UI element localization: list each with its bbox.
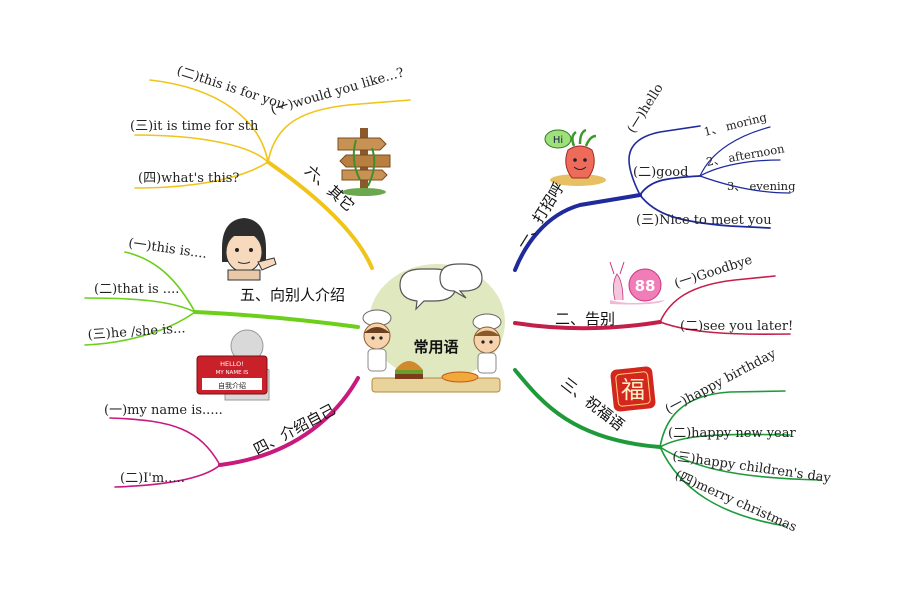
branch-farewell-title: 二、告别 (555, 310, 615, 328)
fu-text: 福 (621, 376, 645, 404)
center-title: 常用语 (413, 338, 458, 356)
snail-88-icon: 88 (609, 261, 665, 305)
badge-88-text: 88 (635, 277, 656, 295)
branch-farewell (513, 275, 791, 336)
farewell-item-2: (二)see you later! (680, 319, 793, 334)
farewell-item-1: (一)Goodbye (673, 252, 755, 291)
branch-self-intro-title: 四、介绍自己 (250, 400, 338, 458)
greeting-item-2: (二)good (633, 165, 688, 180)
sign-myname-text: MY NAME IS (216, 370, 249, 376)
intro-others-item-2: (二)that is .... (94, 282, 179, 297)
greeting-sub-3: 3、 evening (727, 179, 796, 193)
blessing-item-1: (一)happy birthday (663, 346, 779, 417)
intro-others-item-1: (一)this is.... (127, 236, 207, 262)
branch-intro-others (84, 251, 360, 346)
name-sign-icon: HELLO! MY NAME IS 自我介绍 (196, 329, 270, 401)
sign-hello-text: HELLO! (220, 360, 244, 368)
intro-others-item-3: (三)he /she is... (87, 321, 186, 343)
hi-bubble-text: Hi (553, 135, 563, 146)
burger-icon (371, 361, 501, 393)
branch-intro-others-title: 五、向别人介绍 (240, 286, 345, 304)
center-node[interactable]: 常用语 (360, 263, 515, 400)
other-item-4: (四)what's this? (138, 171, 239, 186)
self-intro-item-1: (一)my name is..... (104, 403, 223, 418)
fu-seal-icon: 福 (610, 366, 656, 412)
branch-self-intro (109, 376, 360, 488)
signpost-icon (337, 128, 391, 196)
chef-girl-icon (362, 309, 392, 372)
blessing-item-2: (二)happy new year (668, 426, 797, 441)
branch-greeting (513, 125, 791, 272)
greeting-item-1: (一)hello (625, 81, 667, 136)
speech-bubble-icon (399, 263, 483, 311)
greeting-sub-1: 1、 moring (702, 110, 768, 139)
chef-boy-icon (472, 313, 502, 374)
greeting-item-3: (三)Nice to meet you (636, 213, 772, 228)
carrot-hi-icon: Hi (544, 128, 606, 186)
branch-other (134, 79, 411, 270)
greeting-sub-2: 2、 afternoon (705, 141, 786, 169)
other-item-3: (三)it is time for sth (130, 119, 259, 134)
branch-blessing (513, 368, 821, 527)
pointing-man-icon (222, 218, 277, 281)
sign-cn-text: 自我介绍 (218, 381, 246, 390)
other-item-1: (一)would you like...? (269, 65, 406, 117)
self-intro-item-2: (二)I'm..... (120, 471, 185, 486)
